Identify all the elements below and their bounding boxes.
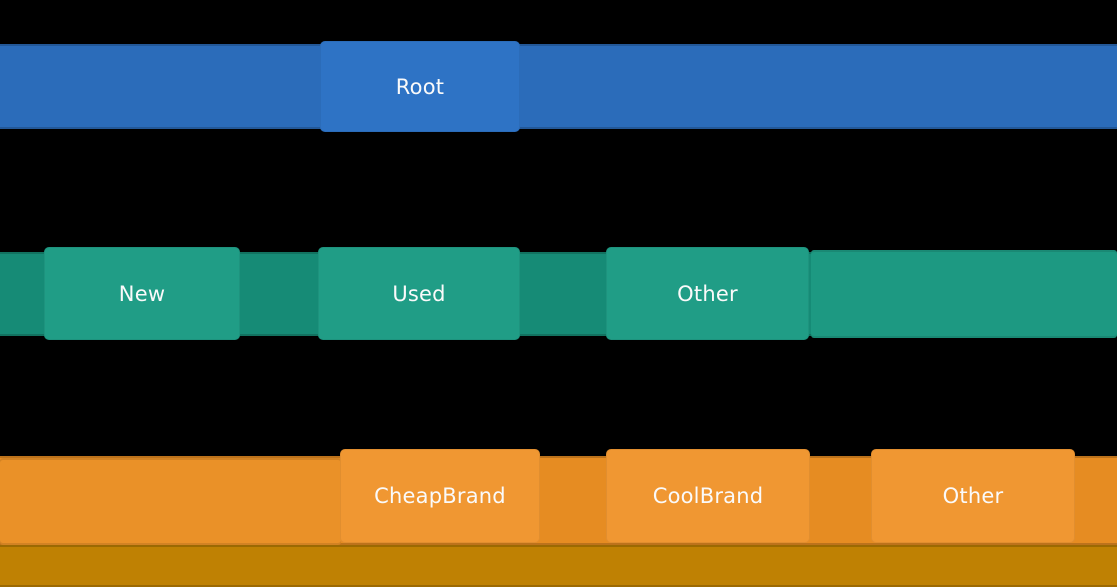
level-4-strip (0, 545, 1117, 587)
segment-condition-unlabeled[interactable] (811, 250, 1117, 338)
node-new-label: New (118, 281, 166, 306)
node-other-brand-label: Other (942, 484, 1004, 508)
segment-brand-unlabeled[interactable] (0, 458, 341, 545)
node-new[interactable]: New (44, 247, 240, 340)
node-root-label: Root (395, 74, 445, 99)
node-coolbrand[interactable]: CoolBrand (606, 449, 810, 543)
node-other-condition[interactable]: Other (606, 247, 809, 340)
node-coolbrand-label: CoolBrand (652, 484, 764, 508)
node-cheapbrand[interactable]: CheapBrand (340, 449, 540, 543)
level-1-strip (0, 44, 1117, 129)
node-root[interactable]: Root (320, 41, 520, 132)
node-cheapbrand-label: CheapBrand (374, 484, 506, 508)
node-used-label: Used (392, 281, 446, 306)
node-other-brand[interactable]: Other (871, 449, 1075, 543)
node-used[interactable]: Used (318, 247, 520, 340)
node-other-condition-label: Other (677, 281, 738, 306)
